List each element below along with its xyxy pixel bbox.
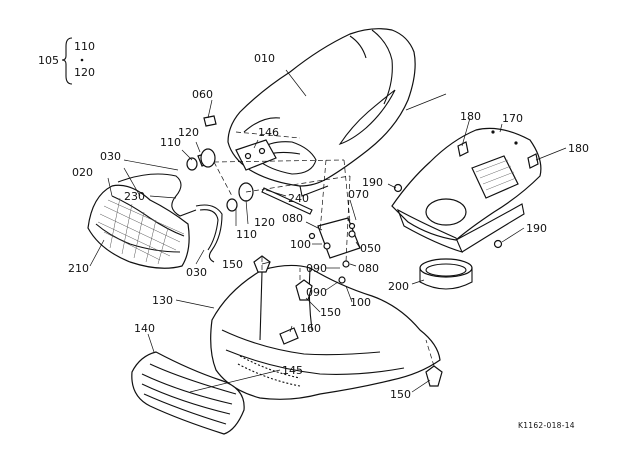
strip-240 (261, 187, 313, 215)
callout-110-bottom: 110 (236, 228, 257, 241)
callout-080-right: 080 (358, 262, 379, 275)
panel-170 (391, 127, 542, 253)
group-bracket (61, 37, 84, 85)
callout-100-right: 100 (350, 296, 371, 309)
alignment-lines (213, 131, 435, 367)
group-label: 105 (38, 54, 59, 67)
knobs-150 (253, 255, 443, 387)
callout-080-left: 080 (282, 212, 303, 225)
callout-090-top: 090 (306, 262, 327, 275)
callout-170: 170 (502, 112, 523, 125)
callout-230: 230 (124, 190, 145, 203)
bracket-146 (235, 139, 277, 171)
callout-030-top: 030 (100, 150, 121, 163)
callout-020: 020 (72, 166, 93, 179)
callout-060: 060 (192, 88, 213, 101)
callout-120-bottom: 120 (254, 216, 275, 229)
lower-cowl-130 (210, 264, 441, 400)
callout-150-middle: 150 (320, 306, 341, 319)
callout-030-bottom: 030 (186, 266, 207, 279)
callout-160: 160 (300, 322, 321, 335)
drawing-code: K1162-018-14 (518, 421, 575, 430)
hood-010 (227, 28, 416, 197)
callout-190-right: 190 (526, 222, 547, 235)
ring-200 (419, 258, 473, 290)
callout-145: 145 (282, 364, 303, 377)
bracket-050 (308, 217, 361, 284)
callout-labels: 105 110 120 010 020 030 030 050 060 070 … (38, 40, 589, 430)
callout-180-left: 180 (460, 110, 481, 123)
clip-160 (279, 327, 299, 345)
callout-010: 010 (254, 52, 275, 65)
fasteners-180-190 (393, 141, 539, 249)
leader-lines (89, 69, 567, 393)
callout-130: 130 (152, 294, 173, 307)
callout-050: 050 (360, 242, 381, 255)
callout-240: 240 (288, 192, 309, 205)
callout-110-top: 110 (160, 136, 181, 149)
callout-120-top: 120 (178, 126, 199, 139)
group-member-1: 110 (74, 40, 95, 53)
callout-150-left: 150 (222, 258, 243, 271)
callout-140: 140 (134, 322, 155, 335)
grille-140 (131, 351, 245, 435)
callout-200: 200 (388, 280, 409, 293)
group-member-2: 120 (74, 66, 95, 79)
callout-100-left: 100 (290, 238, 311, 251)
callout-180-right: 180 (568, 142, 589, 155)
callout-210: 210 (68, 262, 89, 275)
callout-146: 146 (258, 126, 279, 139)
callout-070: 070 (348, 188, 369, 201)
bulb-sockets (186, 115, 254, 212)
callout-190-left: 190 (362, 176, 383, 189)
front-grille-020 (87, 184, 190, 269)
callout-150-bottom: 150 (390, 388, 411, 401)
callout-090-bottom: 090 (306, 286, 327, 299)
wire-030 (117, 173, 223, 263)
